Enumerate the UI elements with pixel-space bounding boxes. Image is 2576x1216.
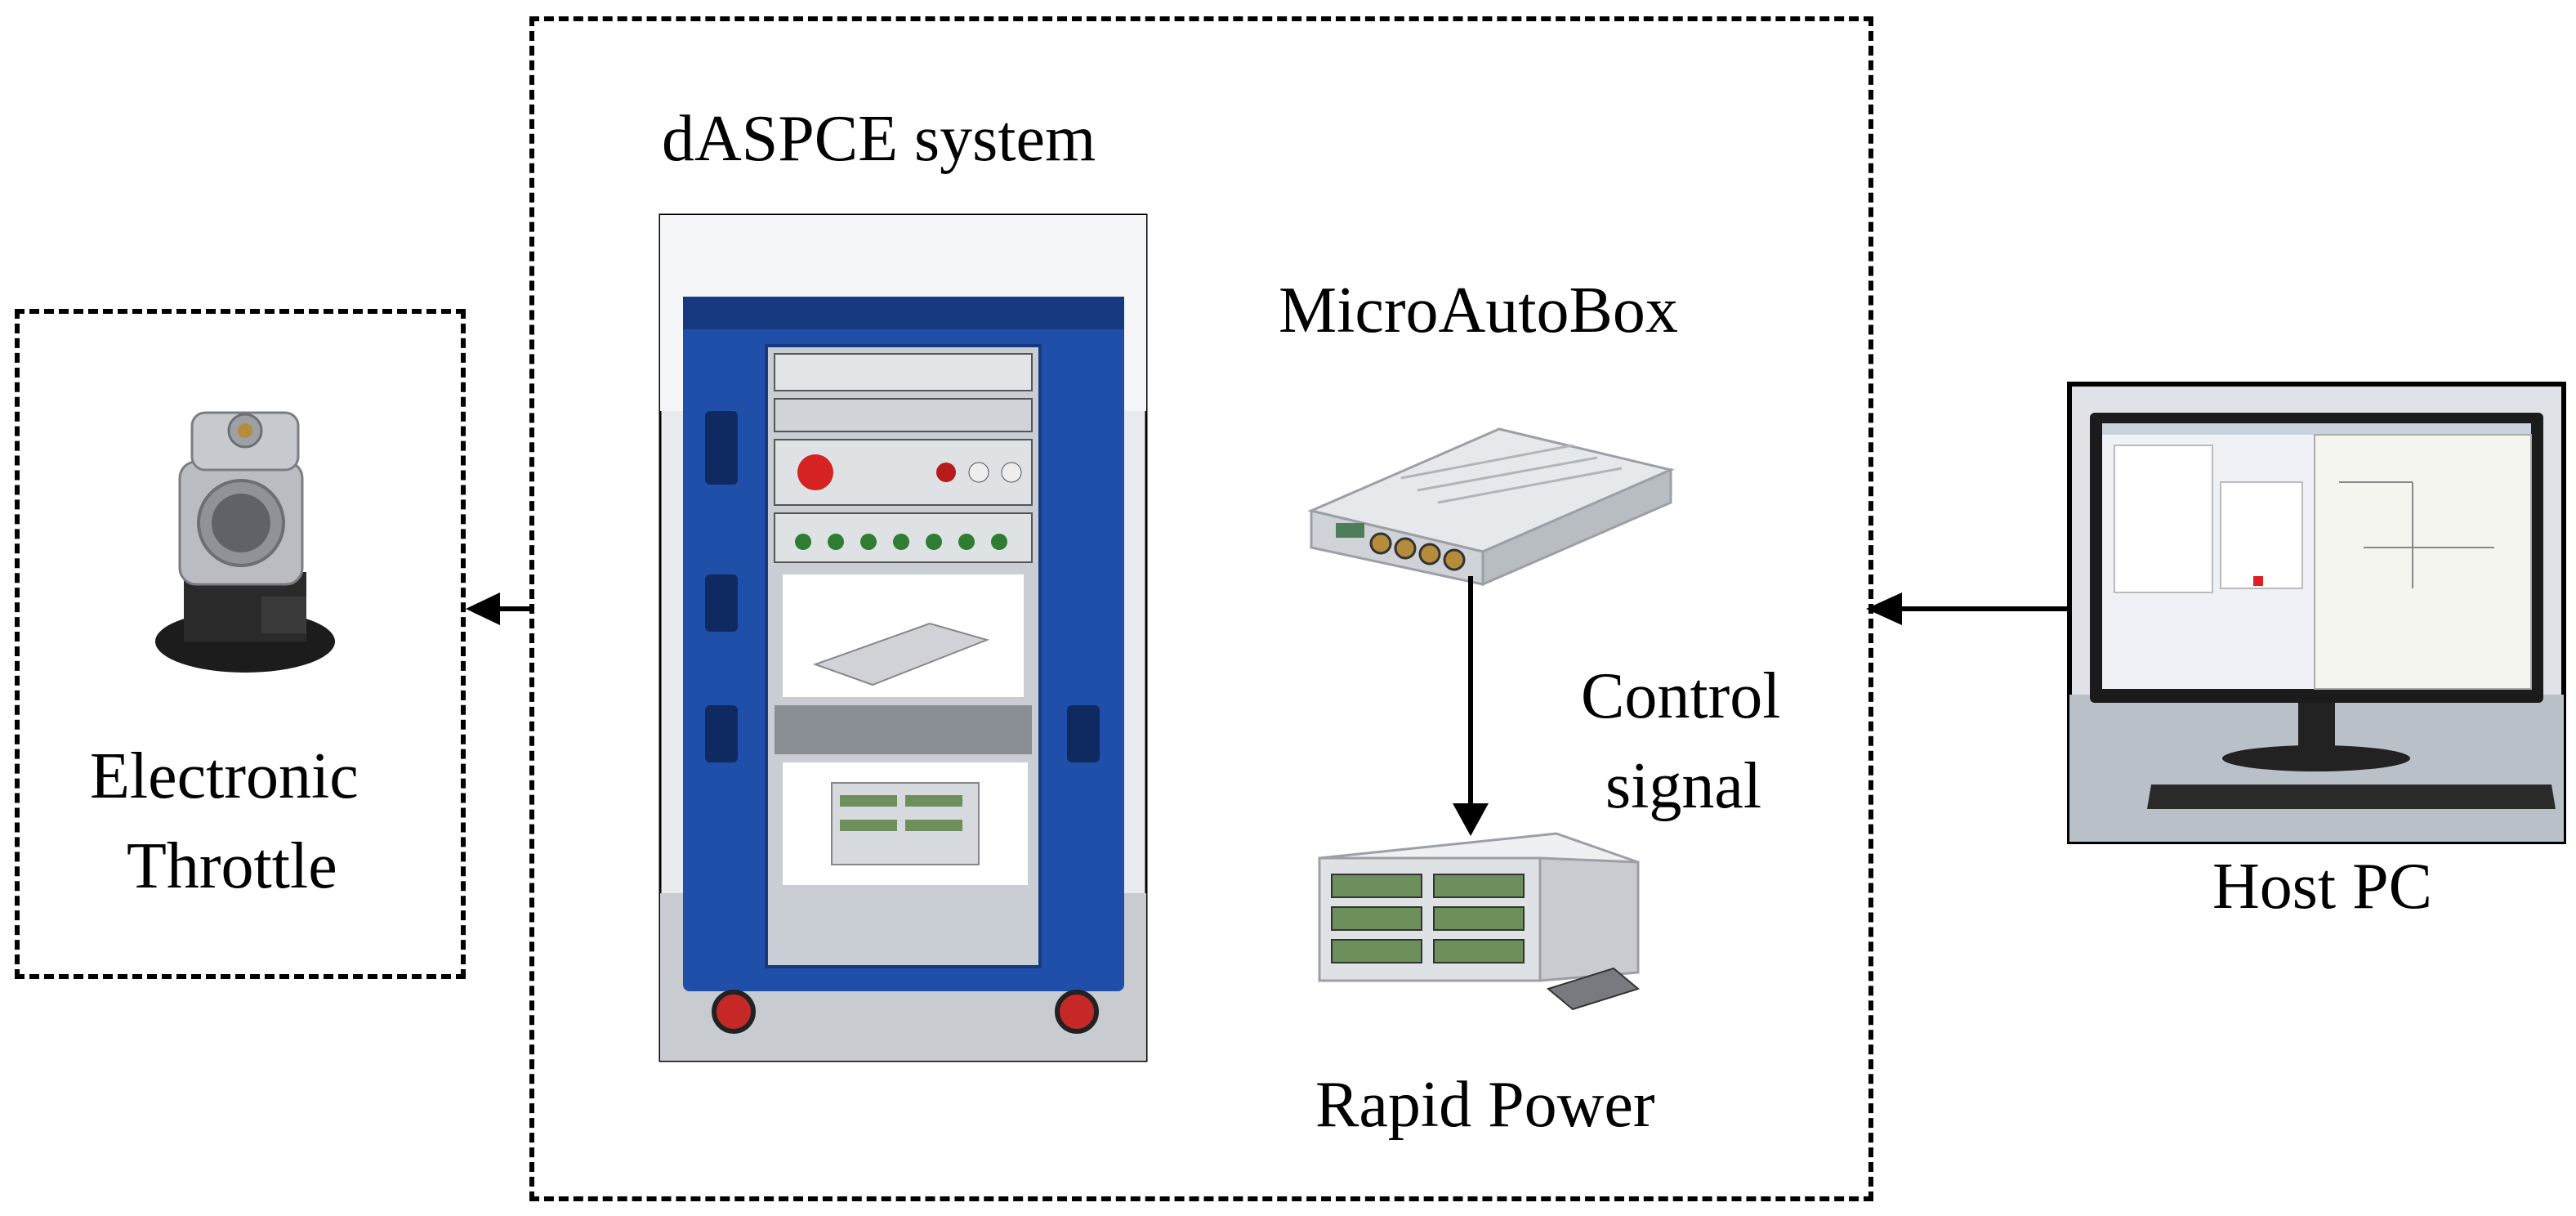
host-to-system-arrow <box>1866 592 2073 625</box>
host-pc-image <box>2067 382 2566 844</box>
microautobox-image <box>1307 427 1675 587</box>
rapid-power-image <box>1318 832 1641 1011</box>
cabinet-image <box>659 213 1148 1062</box>
microautobox-label: MicroAutoBox <box>1279 275 1678 346</box>
rapid-power-label: Rapid Power <box>1315 1069 1655 1141</box>
throttle-label-line2: Throttle <box>127 830 337 902</box>
control-signal-line1: Control <box>1581 660 1781 732</box>
control-signal-line2: signal <box>1605 750 1762 822</box>
throttle-label-line1: Electronic <box>90 740 359 812</box>
electronic-throttle-image <box>155 411 335 673</box>
electronic-throttle-boundary <box>15 309 466 979</box>
system-label: dASPCE system <box>662 103 1096 175</box>
system-to-throttle-arrow <box>466 592 534 625</box>
host-pc-label: Host PC <box>2212 851 2432 923</box>
control-signal-arrow <box>1453 576 1489 836</box>
